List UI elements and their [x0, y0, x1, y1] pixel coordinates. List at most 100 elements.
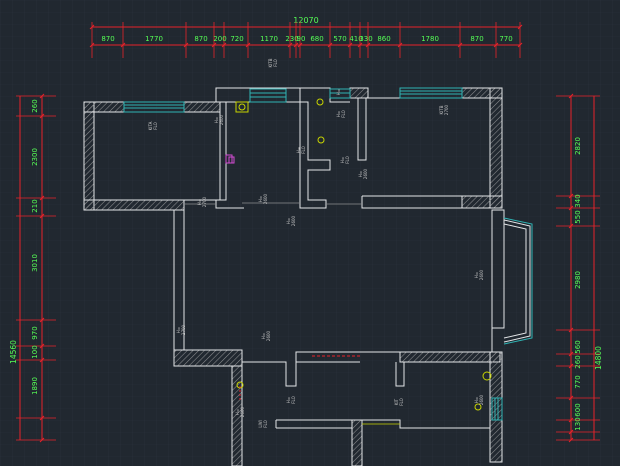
drain-fixture: [235, 101, 249, 113]
room-note-line: FLO: [345, 156, 350, 164]
room-note-line: LIVI: [258, 420, 263, 427]
room-note: KITBFLO: [268, 58, 278, 67]
dimension-tick-mark: [39, 93, 45, 99]
dimension-total-label: 12070: [293, 16, 318, 25]
room-note-line: H=: [235, 409, 240, 415]
room-note-line: H=: [474, 397, 479, 403]
dimension-segment-label: 860: [377, 35, 390, 43]
dimension-total-label: 14560: [9, 340, 18, 364]
wall-outline: [215, 101, 244, 209]
wall-segment: [399, 351, 501, 363]
dimension-segment-label: 770: [499, 35, 512, 43]
wall-outlines: [94, 87, 531, 429]
room-note-line: H=: [358, 171, 363, 177]
dimension-tick-mark: [365, 42, 371, 48]
room-note-line: 2700: [444, 104, 449, 115]
dimension-segment-label: 870: [101, 35, 114, 43]
wall-segment: [83, 199, 185, 211]
dimension-tick-mark: [347, 42, 353, 48]
room-note: H=2600: [214, 114, 224, 125]
room-note-line: H=: [296, 147, 301, 153]
room-note: H=2600: [235, 406, 245, 417]
dimension-segment-label: 1170: [260, 35, 278, 43]
wall-outline: [357, 98, 367, 161]
wall-segment: [83, 101, 125, 113]
dimension-tick-mark: [39, 437, 45, 443]
room-note-line: H=: [176, 327, 181, 333]
drain-fixture: [317, 136, 325, 144]
dimension-segment-label: 260: [31, 99, 39, 112]
room-note-line: H=: [197, 199, 202, 205]
room-note: H=2600: [474, 269, 484, 280]
drain-fixture: [474, 403, 482, 411]
dimension-tick-mark: [120, 42, 126, 48]
dimension-total-label: 14800: [594, 346, 603, 370]
dimension-segment-label: 210: [31, 199, 39, 212]
wall-outline: [395, 362, 405, 387]
room-note: H=FLO: [296, 146, 306, 154]
dimension-segment-label: 870: [470, 35, 483, 43]
room-note-line: H=: [286, 218, 291, 224]
dimension-tick-mark: [39, 195, 45, 201]
dimension-tick-mark: [89, 42, 95, 48]
dimension-segment-label: 550: [574, 210, 582, 223]
dimension-tick-mark: [568, 351, 574, 357]
room-note-line: H=: [258, 196, 263, 202]
room-note-line: H=: [336, 89, 341, 95]
dimension-tick-mark: [568, 363, 574, 369]
dimension-segment-label: 680: [310, 35, 323, 43]
room-note-line: FLO: [399, 398, 404, 406]
dimension-tick-mark: [297, 42, 303, 48]
dimension-tick-mark: [245, 42, 251, 48]
fixtures: [184, 98, 492, 425]
room-note: H=2600: [358, 168, 368, 179]
dimension-segment-label: 3010: [31, 254, 39, 272]
room-note: H=2600: [261, 330, 271, 341]
appliance-marker: [228, 156, 235, 164]
room-note-line: 2600: [219, 114, 224, 125]
room-note-line: H=: [214, 117, 219, 123]
room-note-line: FLO: [273, 59, 278, 67]
dimension-segment-label: 130: [574, 417, 582, 430]
dimension-segment-label: 2300: [31, 148, 39, 166]
dimension-tick-mark: [517, 42, 523, 48]
wall-segment: [83, 101, 95, 211]
wall-segment: [183, 101, 221, 113]
dimension-tick-mark: [568, 395, 574, 401]
dimension-tick-mark: [183, 42, 189, 48]
dimension-tick-mark: [568, 205, 574, 211]
room-note-line: H=: [286, 397, 291, 403]
dimension-segment-label: 230: [285, 35, 298, 43]
room-note: H=FLO: [336, 110, 346, 118]
room-note-line: 2600: [263, 193, 268, 204]
wall-segment: [349, 87, 369, 99]
dimension-segment-label: 1770: [145, 35, 163, 43]
dimension-segment-label: 970: [31, 326, 39, 339]
drain-fixture: [316, 98, 324, 106]
room-note: KITB2700: [439, 104, 449, 115]
room-note: LIVIFLO: [258, 420, 268, 428]
dimension-tick-mark: [357, 42, 363, 48]
wall-segment: [461, 87, 503, 99]
dimension-segment-label: 260: [574, 355, 582, 368]
dimension-segment-label: 1780: [421, 35, 439, 43]
wall-outline: [299, 88, 331, 209]
dimension-tick-mark: [568, 193, 574, 199]
dimension-tick-mark: [493, 42, 499, 48]
wall-outline: [503, 223, 527, 339]
room-note-line: 2600: [291, 215, 296, 226]
room-note: KITFLO: [394, 398, 404, 406]
room-note-line: 2600: [240, 406, 245, 417]
wall-segment: [489, 87, 503, 209]
room-note: H=2700: [197, 196, 207, 207]
dimension-tick-mark: [39, 415, 45, 421]
dimension-segment-label: 870: [194, 35, 207, 43]
dimension-segment-label: 560: [574, 340, 582, 353]
room-note-line: FLO: [291, 396, 296, 404]
dimension-tick-mark: [39, 317, 45, 323]
wall-segment: [231, 365, 243, 466]
window: [123, 101, 185, 113]
room-note-line: KIT: [394, 398, 399, 405]
